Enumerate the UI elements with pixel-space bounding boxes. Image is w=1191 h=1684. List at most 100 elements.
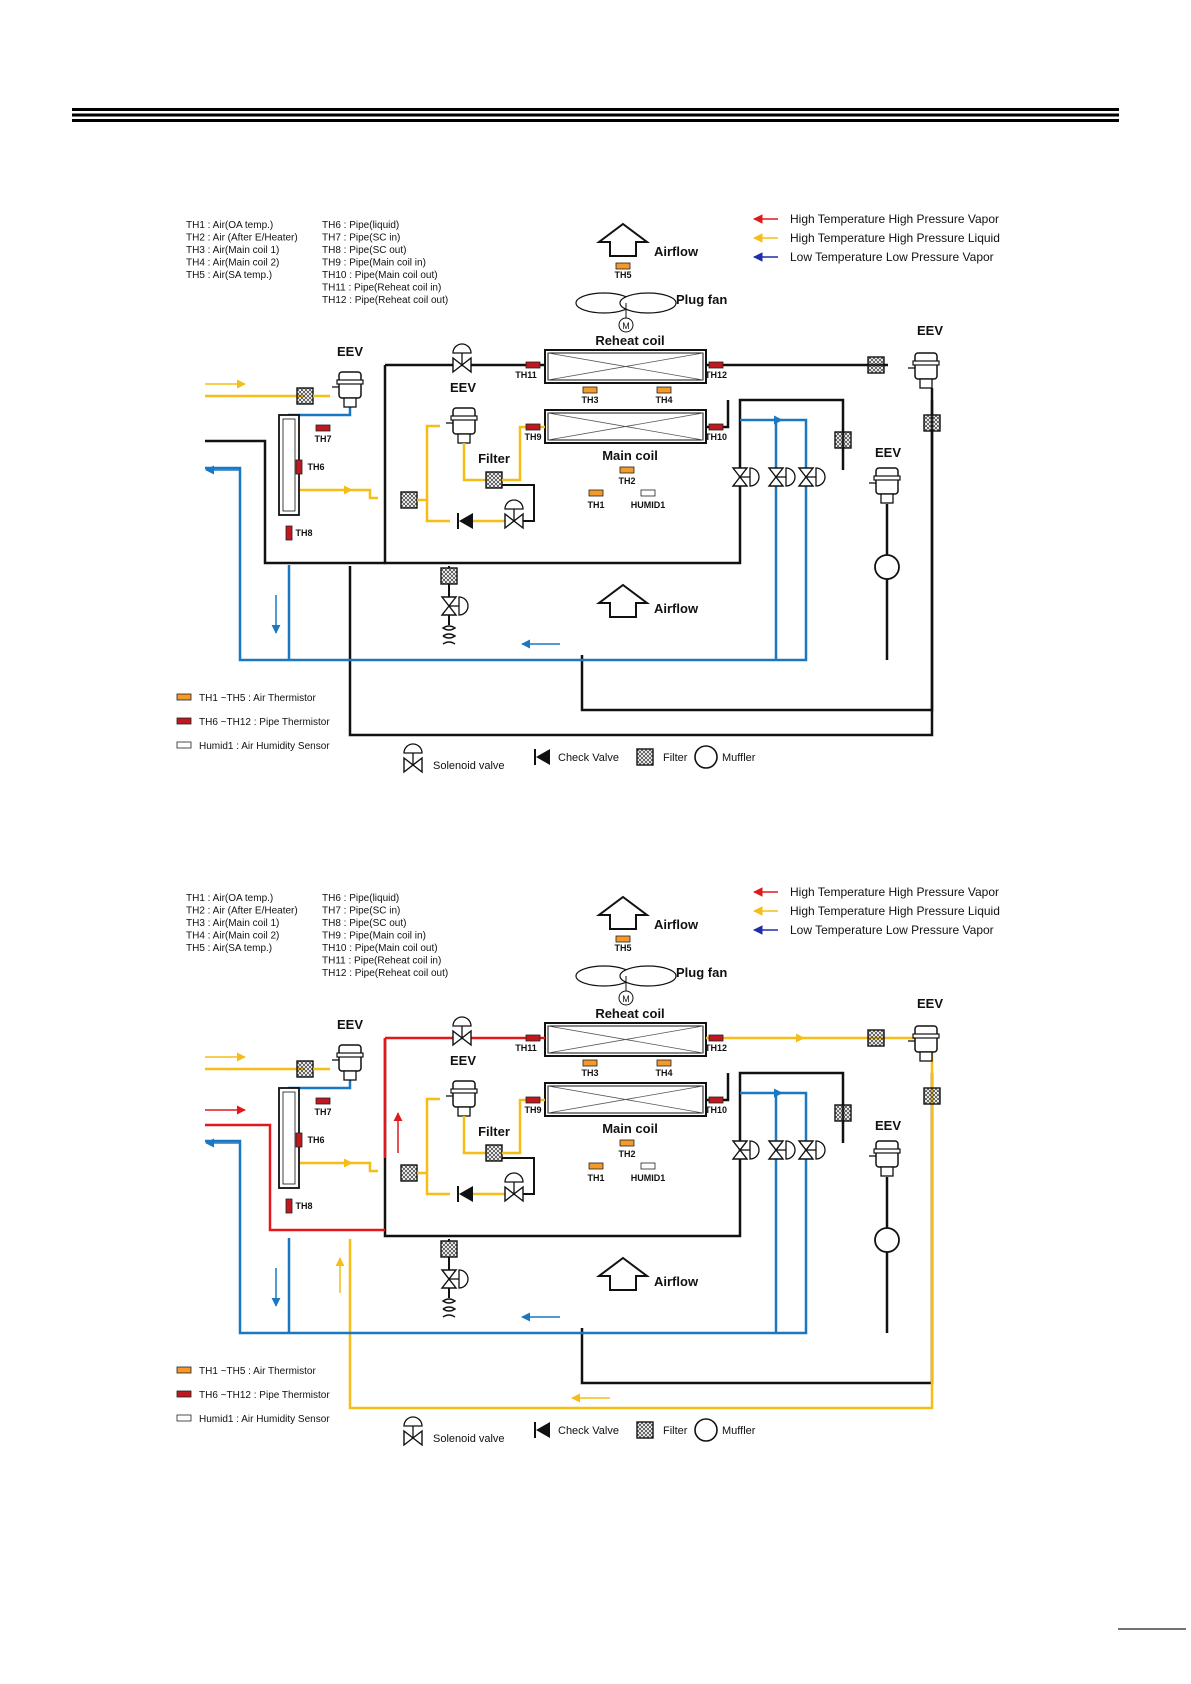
legend-check-label: Check Valve [558,1425,619,1437]
subcooler-inner [282,1091,296,1185]
pipe-check-line [425,1173,450,1196]
eev-stem [919,1051,933,1062]
eev-body [914,1025,938,1053]
pipe-thermistor-def: TH6 : Pipe(liquid) [322,220,399,231]
diagram-mode-1: TH1 : Air(OA temp.)TH2 : Air (After E/He… [176,212,1000,774]
th9-marker [525,423,541,431]
coil-inner [547,1085,704,1114]
pipe-thermistor-def: TH11 : Pipe(Reheat coil in) [322,283,441,294]
th6-label: TH6 [307,462,324,472]
pipe-thermistor-def: TH8 : Pipe(SC out) [322,245,406,256]
coil-cross-b [547,352,704,381]
flow-legend-label: High Temperature High Pressure Vapor [790,885,999,899]
th7-marker [315,1097,331,1105]
filter-center-label: Filter [478,451,510,466]
motor-icon [618,317,634,333]
fan-blade-right [619,292,677,314]
legend-solenoid-symbol [403,743,423,774]
sensor-legend-label: Humid1 : Air Humidity Sensor [199,1414,330,1425]
solenoid-lower [440,596,469,616]
air-thermistor-def: TH5 : Air(SA temp.) [186,270,272,281]
solenoid-head [785,467,796,487]
eev-band [912,360,940,366]
sensor-legend-label: TH6 ~TH12 : Pipe Thermistor [199,717,330,728]
eev-right-top-label: EEV [917,323,943,338]
pipe-thermistor-def: TH12 : Pipe(Reheat coil out) [322,968,448,979]
legend-solenoid-label: Solenoid valve [433,760,505,772]
check-triangle [536,1422,550,1438]
airflow-bottom-label: Airflow [654,601,699,616]
filter-center [485,1144,503,1162]
coil-inner [547,412,704,441]
solenoid-head [785,1140,796,1160]
main-coil-label: Main coil [602,448,658,463]
th11-label: TH11 [515,1043,537,1053]
eev-left-label: EEV [337,344,363,359]
legend-filter-symbol [636,748,654,766]
solenoid-head [815,1140,826,1160]
th7-marker [315,424,331,432]
pipe-check-line [425,500,450,523]
th1-marker [588,489,604,497]
legend-filter-symbol [636,1421,654,1439]
filter-right-top [867,356,885,374]
solenoid-mid [504,499,524,530]
sensor-legend-swatch [176,1366,192,1374]
eev-mid [446,1080,478,1117]
flow-legend-label: Low Temperature Low Pressure Vapor [790,250,994,264]
filter-right-mid [834,1104,852,1122]
pipe-suction-main [205,1091,808,1335]
filter-center-label: Filter [478,1124,510,1139]
eev-stem [457,433,471,444]
pipe-eev-mid-out [462,443,486,482]
humid1-label: HUMID1 [631,1173,666,1183]
eev-stem [457,1106,471,1117]
pipe-thermistor-def: TH7 : Pipe(SC in) [322,233,400,244]
flow-legend-label: Low Temperature Low Pressure Vapor [790,923,994,937]
solenoid-head [403,1416,423,1427]
pipe-thermistor-def: TH9 : Pipe(Main coil in) [322,258,426,269]
th6-label: TH6 [307,1135,324,1145]
th2-marker [619,466,635,474]
airflow-top-label: Airflow [654,244,699,259]
air-thermistor-def: TH3 : Air(Main coil 1) [186,918,279,929]
filter-lower [440,1240,458,1258]
eev-body [875,467,899,495]
eev-right-mid [869,467,901,504]
solenoid-head [504,499,524,510]
pipe-thermistor-def: TH8 : Pipe(SC out) [322,918,406,929]
coil-cross-b [547,412,704,441]
th3-label: TH3 [581,1068,598,1078]
th2-marker [619,1139,635,1147]
filter-mid [400,491,418,509]
muffler-symbol [874,1227,900,1253]
capillary-coil-symbol [441,1298,457,1318]
check-triangle [459,1186,473,1202]
sensor-legend-swatch [176,1414,192,1422]
airflow-bottom-arrow [596,1256,650,1291]
pipe-to-eev-mid [417,1097,440,1175]
pipe-thermistor-def: TH6 : Pipe(liquid) [322,893,399,904]
coil-outline [544,1022,707,1057]
th4-marker [656,386,672,394]
solenoid-right-2 [767,1140,796,1160]
th5-marker [615,935,631,943]
reheat-coil-label: Reheat coil [595,1006,664,1021]
filter-left-top [296,387,314,405]
solenoid-right-1 [731,1140,760,1160]
airflow-top-arrow [596,895,650,930]
eev-right-mid-label: EEV [875,1118,901,1133]
solenoid-head [749,467,760,487]
airflow-top-label: Airflow [654,917,699,932]
eev-left [332,371,364,408]
air-thermistor-def: TH4 : Air(Main coil 2) [186,931,279,942]
solenoid-top [452,1016,472,1047]
th8-marker [285,1198,293,1214]
th11-label: TH11 [515,370,537,380]
th3-marker [582,1059,598,1067]
eev-band [450,415,478,421]
air-thermistor-def: TH1 : Air(OA temp.) [186,220,273,231]
th1-marker [588,1162,604,1170]
filter-mid [400,1164,418,1182]
eev-body [914,352,938,380]
